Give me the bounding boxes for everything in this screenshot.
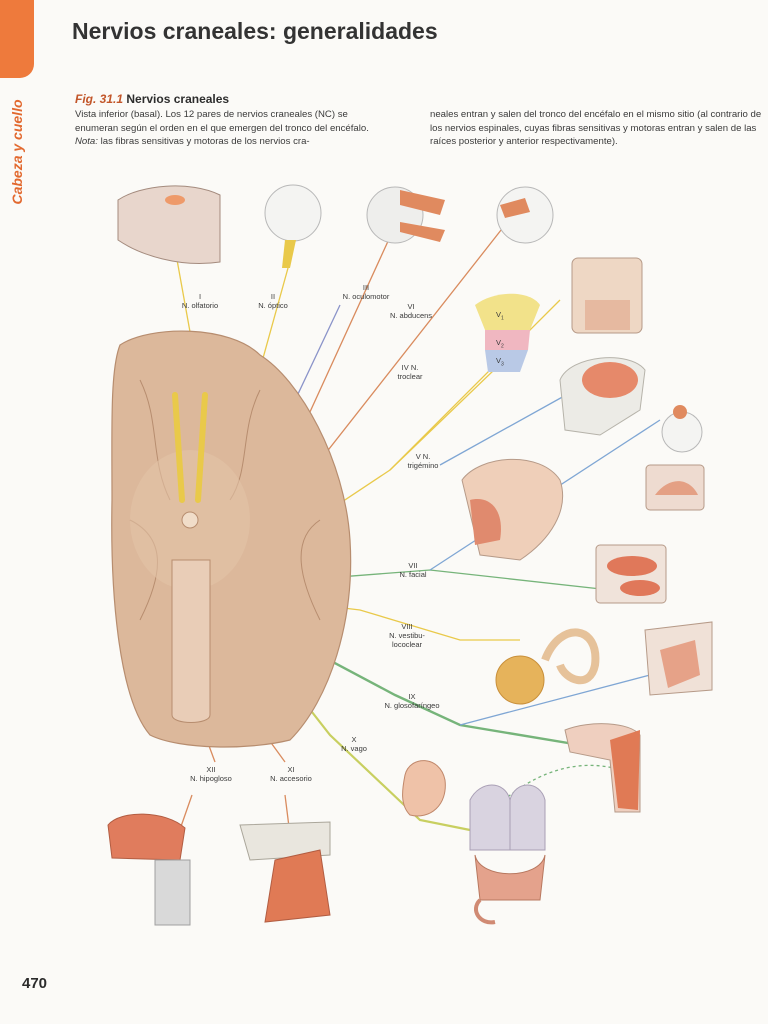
target-trigeminal-face-map — [475, 293, 540, 372]
caption-column-1: Vista inferior (basal). Los 12 pares de … — [75, 109, 369, 147]
caption-column-2: neales entran y salen del tronco del enc… — [430, 109, 762, 147]
target-neck-muscles — [239, 821, 331, 923]
label-trochlear-nerve: IV N.troclear — [397, 363, 423, 381]
target-tongue — [107, 813, 191, 926]
target-eye-muscles — [366, 186, 445, 244]
brain-base-view — [111, 330, 352, 748]
page-number: 470 — [22, 975, 48, 992]
chapter-tab — [0, 0, 34, 78]
target-eye-trochlear — [496, 186, 554, 244]
figure-caption-heading: Fig. 31.1 Nervios craneales — [75, 92, 229, 106]
label-v2: V2 — [496, 338, 504, 350]
target-nasal-glands — [645, 464, 705, 511]
target-salivary-glands — [595, 544, 667, 604]
target-head-facial — [461, 458, 564, 561]
label-v1: V1 — [496, 310, 504, 322]
label-v3: V3 — [496, 356, 504, 368]
label-trigeminal-nerve: V N.trigémino — [407, 452, 439, 470]
target-pharynx — [564, 723, 641, 813]
target-eye-optic — [264, 184, 322, 268]
figure-title: Nervios craneales — [126, 92, 230, 106]
target-nose — [117, 185, 221, 264]
target-sinus-section — [571, 257, 643, 334]
target-skull-muscles — [559, 357, 646, 436]
target-thoracic-abdominal-viscera — [469, 784, 546, 925]
target-ear-skin — [644, 621, 713, 696]
target-eyeball-right — [661, 405, 703, 453]
page-title: Nervios craneales: generalidades — [72, 18, 438, 44]
target-inner-ear — [495, 628, 600, 705]
figure-number: Fig. 31.1 — [75, 92, 124, 106]
target-external-ear — [402, 760, 446, 817]
